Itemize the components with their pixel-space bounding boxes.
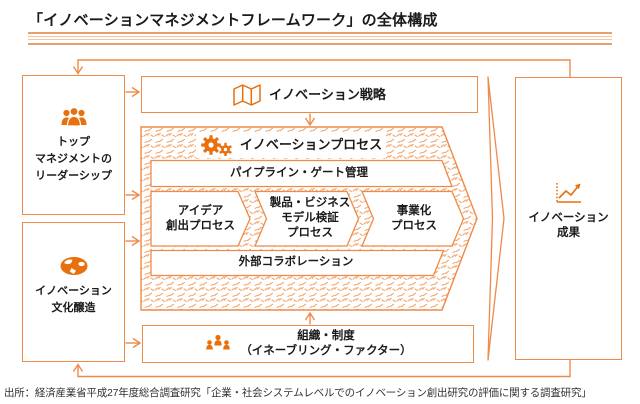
map-icon <box>233 83 261 106</box>
feedback-loop-bottom <box>72 360 571 378</box>
stage-commercialization-label-line: プロセス <box>391 219 437 232</box>
stage-commercialization: 事業化 プロセス <box>368 191 460 246</box>
node-culture: イノベーション 文化醸造 <box>22 222 125 362</box>
collaboration-strip: 外部コラボレーション <box>151 250 441 275</box>
stage-validation: 製品・ビジネス モデル検証 プロセス <box>262 191 358 246</box>
title-separator <box>28 32 612 45</box>
top-management-label-line: マネジメントの <box>35 153 112 165</box>
collaboration-label: 外部コラボレーション <box>238 256 354 268</box>
process-heading: イノベーションプロセス <box>196 132 386 158</box>
node-top-management: トップ マネジメントの リーダーシップ <box>22 75 125 215</box>
output-chevron <box>487 76 505 361</box>
diagram-title: 「イノベーションマネジメントフレームワーク」の全体構成 <box>28 12 438 29</box>
source-note: 出所：経済産業省平成27年度総合調査研究「企業・社会システムレベルでのイノベーシ… <box>4 387 592 399</box>
node-outcome: イノベーション 成果 <box>515 77 622 360</box>
people-group-icon <box>61 106 86 127</box>
trend-up-chart-icon <box>555 182 581 203</box>
pipeline-strip: パイプライン・ゲート管理 <box>151 161 447 186</box>
process-label: イノベーションプロセス <box>239 137 383 152</box>
strategy-label: イノベーション戦略 <box>269 86 386 102</box>
stage-validation-chevron <box>254 190 360 247</box>
outcome-label-line: 成果 <box>557 226 580 239</box>
stage-validation-label-line: モデル検証 <box>281 212 339 224</box>
stage-validation-label-line: 製品・ビジネス <box>269 197 351 209</box>
stage-validation-label-line: プロセス <box>287 227 333 239</box>
stage-idea-chevron <box>150 190 251 247</box>
stage-idea-label-line: アイデア <box>177 204 224 217</box>
gears-icon <box>201 135 232 156</box>
org-chart-people-icon <box>206 334 231 350</box>
top-management-label-line: トップ <box>57 136 90 148</box>
pipeline-label: パイプライン・ゲート管理 <box>230 167 368 179</box>
organization-label-line: （イネーブリング・ファクター） <box>240 345 412 357</box>
pipeline-strip-shape <box>150 159 453 188</box>
feedback-loop-top <box>72 59 571 77</box>
collaboration-strip-shape <box>150 249 445 277</box>
stage-idea: アイデア 創出プロセス <box>151 191 250 246</box>
stage-idea-label-line: 創出プロセス <box>166 219 235 232</box>
globe-icon <box>60 257 87 275</box>
culture-label-line: 文化醸造 <box>51 302 96 314</box>
stage-commercialization-chevron <box>361 190 465 247</box>
culture-label-line: イノベーション <box>35 285 112 297</box>
node-organization: 組織・制度 （イネーブリング・ファクター） <box>142 325 474 363</box>
node-strategy: イノベーション戦略 <box>141 76 478 113</box>
top-management-label-line: リーダーシップ <box>35 170 112 182</box>
outcome-label-line: イノベーション <box>528 211 609 224</box>
organization-label-line: 組織・制度 <box>297 330 355 342</box>
stage-commercialization-label-line: 事業化 <box>396 204 432 217</box>
